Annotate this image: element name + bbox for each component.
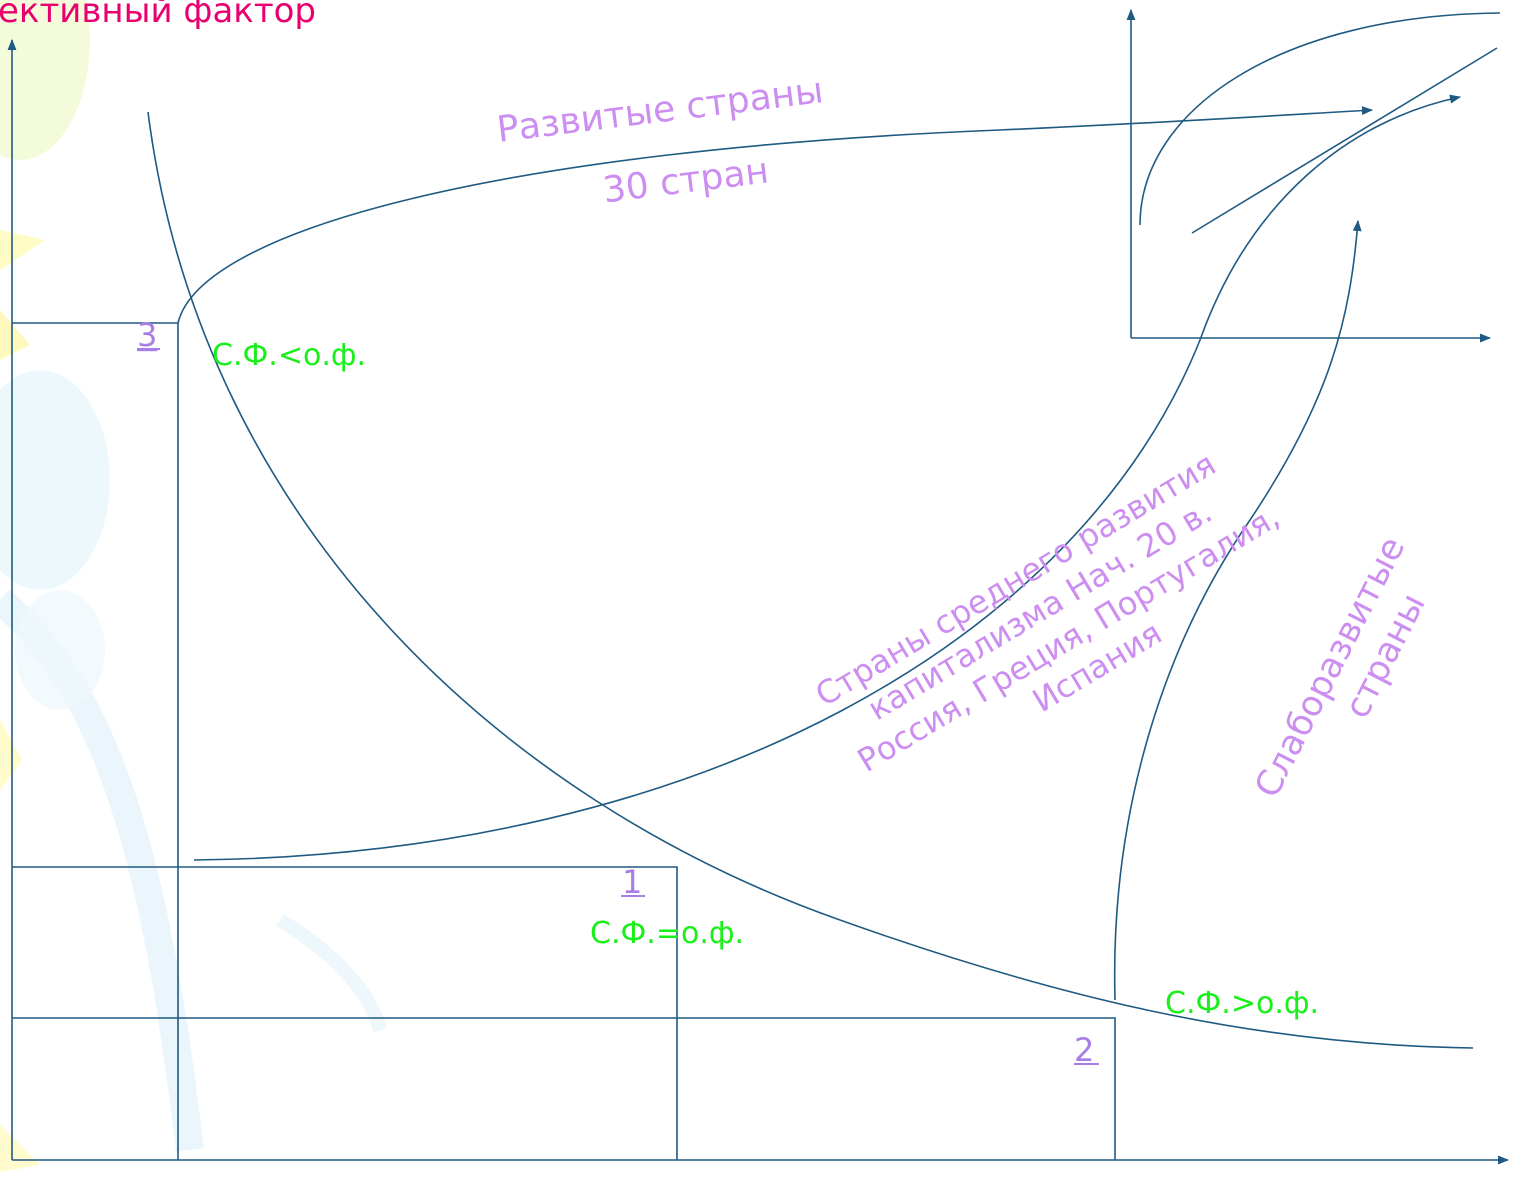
middle-curve	[193, 94, 1462, 861]
point-label-3: 3	[137, 316, 157, 354]
developed-label: Развитые страны 30 стран	[495, 70, 826, 211]
title-fragment: ективный фактор	[0, 0, 316, 31]
ratio-greater-label: С.Ф.>о.ф.	[1165, 986, 1319, 1021]
point-label-2: 2	[1074, 1031, 1094, 1069]
inset-curve-linear	[1191, 47, 1498, 234]
developed-curve	[177, 106, 1374, 324]
underdeveloped-label: Слаборазвитые страны	[1248, 531, 1434, 804]
developed-label-line1: Развитые страны	[495, 70, 826, 151]
ratio-less-label: С.Ф.<о.ф.	[212, 338, 366, 373]
point-label-1: 1	[622, 863, 642, 901]
underdeveloped-curve	[1113, 219, 1362, 1001]
decreasing-curve	[147, 111, 1474, 1049]
inset-curve-concave	[1139, 12, 1501, 226]
middle-countries-label: Страны среднего развития капитализма Нач…	[809, 445, 1286, 780]
guide-lines	[12, 322, 1116, 1160]
ratio-equal-label: С.Ф.=о.ф.	[590, 916, 744, 951]
inset-chart	[1126, 8, 1501, 343]
background-decoration	[0, 0, 387, 1172]
